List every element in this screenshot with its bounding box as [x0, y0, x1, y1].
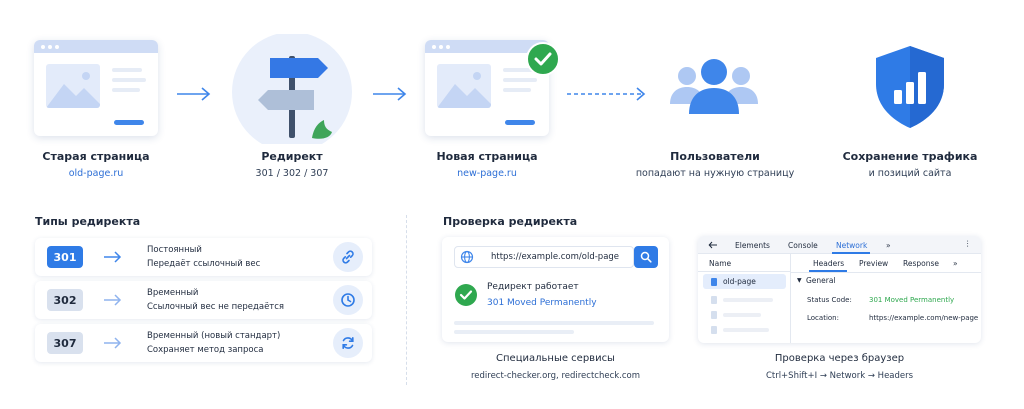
type-name: Временный	[147, 288, 199, 298]
services-list: redirect-checker.org, redirectcheck.com	[470, 371, 641, 381]
result-status: 301 Moved Permanently	[487, 298, 597, 308]
old-page-url: old-page.ru	[68, 168, 124, 179]
type-description: Ссылочный вес не передаётся	[147, 302, 285, 312]
file-icon	[711, 278, 717, 286]
browser-check-title: Проверка через браузер	[774, 353, 905, 364]
arrow-right-icon	[373, 87, 407, 101]
general-label: General	[806, 276, 836, 285]
users-title: Пользователи	[670, 150, 760, 163]
image-placeholder-icon	[46, 64, 100, 108]
clock-icon	[333, 285, 363, 315]
signpost-icon	[232, 32, 352, 152]
file-icon	[711, 311, 717, 319]
subtab-preview[interactable]: Preview	[859, 259, 889, 268]
code-badge: 302	[47, 289, 83, 311]
tab-elements[interactable]: Elements	[735, 241, 770, 250]
redirect-checker-card: Редирект работает 301 Moved Permanently	[442, 237, 669, 342]
request-details: Headers Preview Response » ▼ General Sta…	[791, 254, 981, 343]
arrow-right-icon	[104, 337, 122, 349]
arrow-right-icon	[104, 251, 122, 263]
location-label: Location:	[807, 314, 839, 322]
name-column-header: Name	[709, 259, 732, 268]
traffic-title: Сохранение трафика	[842, 150, 978, 163]
request-name: old-page	[723, 277, 756, 286]
devtools-tabbar: Elements Console Network » ⋮	[698, 236, 981, 254]
users-group-icon	[670, 59, 758, 114]
checkmark-badge-icon	[526, 42, 560, 76]
kebab-menu-icon[interactable]: ⋮	[964, 239, 972, 248]
image-placeholder-icon	[437, 64, 491, 108]
subtab-headers[interactable]: Headers	[813, 259, 845, 268]
redirect-codes: 301 / 302 / 307	[255, 168, 329, 179]
url-input[interactable]	[454, 246, 634, 268]
search-icon	[640, 251, 652, 263]
tab-console[interactable]: Console	[788, 241, 818, 250]
file-icon	[711, 326, 717, 334]
network-request-list: Name old-page	[698, 254, 791, 343]
new-page-browser-illustration	[425, 40, 549, 136]
location-value: https://example.com/new-page	[869, 314, 979, 322]
triangle-down-icon[interactable]: ▼	[797, 277, 802, 284]
redirect-type-302: 302 Временный Ссылочный вес не передаётс…	[35, 281, 372, 319]
traffic-subtitle: и позиций сайта	[868, 168, 952, 179]
file-icon	[711, 296, 717, 304]
code-badge: 301	[47, 246, 83, 268]
link-icon	[333, 242, 363, 272]
status-code-value: 301 Moved Permanently	[869, 296, 955, 304]
result-title: Редирект работает	[487, 282, 579, 292]
arrow-right-icon	[104, 294, 122, 306]
globe-icon	[460, 250, 474, 264]
check-heading: Проверка редиректа	[443, 215, 578, 228]
redirect-type-301: 301 Постоянный Передаёт ссылочный вес	[35, 238, 372, 276]
subtab-headers-underline	[809, 270, 847, 272]
success-check-icon	[455, 284, 477, 306]
tab-network-underline	[832, 252, 870, 254]
type-description: Сохраняет метод запроса	[147, 345, 264, 355]
redirect-type-307: 307 Временный (новый стандарт) Сохраняет…	[35, 324, 372, 362]
browser-check-path: Ctrl+Shift+I → Network → Headers	[765, 371, 914, 381]
code-badge: 307	[47, 332, 83, 354]
users-subtitle: попадают на нужную страницу	[635, 168, 795, 179]
request-row-selected[interactable]	[703, 274, 786, 289]
search-button[interactable]	[634, 246, 658, 268]
arrow-left-icon[interactable]	[708, 241, 718, 249]
subtab-response[interactable]: Response	[903, 259, 940, 268]
old-page-title: Старая страница	[42, 150, 150, 163]
old-page-browser-illustration	[34, 40, 158, 136]
new-page-title: Новая страница	[436, 150, 538, 163]
subtab-more[interactable]: »	[953, 259, 958, 268]
section-divider	[406, 215, 407, 385]
types-heading: Типы редиректа	[35, 215, 141, 228]
type-name: Временный (новый стандарт)	[147, 331, 281, 341]
arrow-right-icon	[177, 87, 211, 101]
shield-chart-icon	[876, 46, 944, 128]
devtools-panel: Elements Console Network » ⋮ Name old-pa…	[698, 236, 981, 343]
new-page-url: new-page.ru	[457, 168, 517, 179]
dashed-arrow-right-icon	[567, 87, 646, 101]
tab-more[interactable]: »	[886, 241, 891, 250]
refresh-icon	[333, 328, 363, 358]
type-description: Передаёт ссылочный вес	[147, 259, 261, 269]
tab-network[interactable]: Network	[836, 241, 868, 250]
redirect-title: Редирект	[261, 150, 323, 163]
status-code-label: Status Code:	[807, 296, 852, 304]
type-name: Постоянный	[147, 245, 202, 255]
services-title: Специальные сервисы	[496, 353, 615, 364]
